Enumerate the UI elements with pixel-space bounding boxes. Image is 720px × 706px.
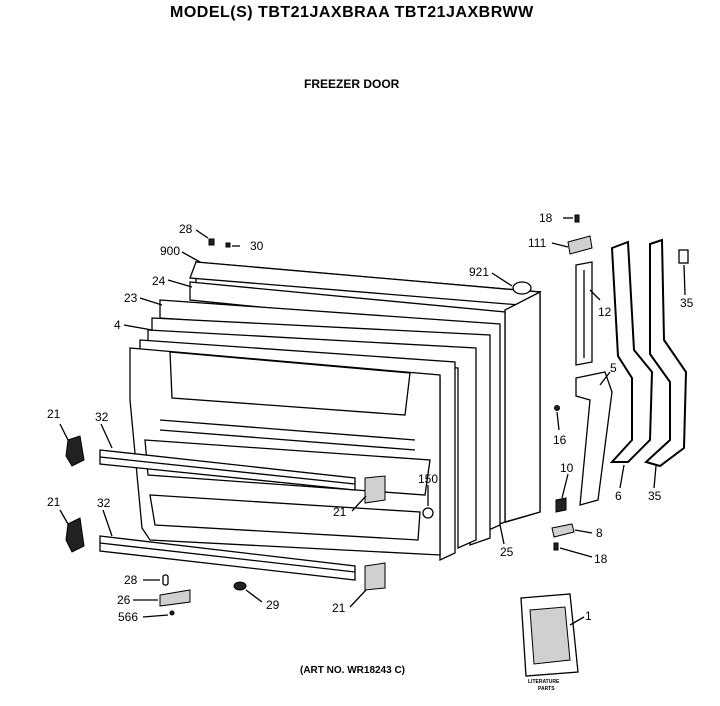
callout-16: 16 — [553, 433, 567, 447]
small-hardware — [159, 214, 593, 616]
callout-1: 1 — [585, 609, 592, 623]
callout-32-lower: 32 — [97, 496, 111, 510]
callout-35-lower: 35 — [648, 489, 662, 503]
callout-18-top: 18 — [539, 211, 553, 225]
bumper-150 — [422, 507, 434, 519]
literature-caption-2: PARTS — [538, 686, 555, 692]
screw-18-top — [574, 214, 580, 223]
bracket-5 — [575, 371, 613, 506]
literature-caption-1: LITERATURE — [528, 679, 560, 685]
screw-28 — [208, 238, 215, 246]
literature-booklet: LITERATURE PARTS — [520, 593, 579, 692]
washer-29 — [233, 581, 247, 591]
callout-8: 8 — [596, 526, 603, 540]
screw-18-bottom — [553, 542, 559, 551]
screw-30 — [225, 242, 231, 248]
callout-25: 25 — [500, 545, 514, 559]
diagram-subtitle: FREEZER DOOR — [304, 77, 400, 91]
callout-10: 10 — [560, 461, 574, 475]
handle-6 — [609, 240, 654, 463]
callout-900: 900 — [160, 244, 180, 258]
callout-12: 12 — [598, 305, 612, 319]
callout-921: 921 — [469, 265, 489, 279]
door-shelf-bar-upper — [99, 449, 356, 491]
bracket-26 — [159, 589, 191, 607]
screw-566 — [169, 610, 175, 616]
callout-29: 29 — [266, 598, 280, 612]
callout-21-mid-right: 21 — [333, 505, 347, 519]
bar-end-caps — [65, 435, 386, 591]
spacer-10 — [555, 497, 567, 513]
callout-4: 4 — [114, 318, 121, 332]
callout-23: 23 — [124, 291, 138, 305]
callout-21-lower-left: 21 — [47, 495, 61, 509]
door-shelf-bar-lower — [99, 535, 356, 581]
callout-labels: 28 30 900 24 23 4 921 18 111 12 5 16 10 … — [47, 211, 694, 624]
callout-32-upper: 32 — [95, 410, 109, 424]
bracket-8 — [551, 523, 575, 538]
callout-26: 26 — [117, 593, 131, 607]
handle-35 — [644, 238, 688, 468]
callout-6: 6 — [615, 489, 622, 503]
model-title: MODEL(S) TBT21JAXBRAA TBT21JAXBRWW — [170, 4, 534, 21]
callout-150: 150 — [418, 472, 438, 486]
callout-28-bottom: 28 — [124, 573, 138, 587]
callout-30: 30 — [250, 239, 264, 253]
callout-18-bottom: 18 — [594, 552, 608, 566]
callout-24: 24 — [152, 274, 166, 288]
leader-lines — [59, 217, 686, 626]
spacer-28 — [162, 574, 169, 586]
cap-35 — [678, 249, 689, 264]
hinge-111 — [567, 235, 593, 255]
art-number: (ART NO. WR18243 C) — [300, 665, 406, 676]
callout-5: 5 — [610, 361, 617, 375]
callout-21-upper-left: 21 — [47, 407, 61, 421]
callout-35-upper: 35 — [680, 296, 694, 310]
door-brackets — [575, 238, 689, 506]
inner-door-liner — [129, 339, 456, 562]
callout-21-bottom-right: 21 — [332, 601, 346, 615]
callout-28-top: 28 — [179, 222, 193, 236]
callout-111: 111 — [528, 236, 547, 250]
callout-566: 566 — [118, 610, 138, 624]
door-plug — [512, 281, 532, 295]
screw-16 — [554, 405, 560, 411]
